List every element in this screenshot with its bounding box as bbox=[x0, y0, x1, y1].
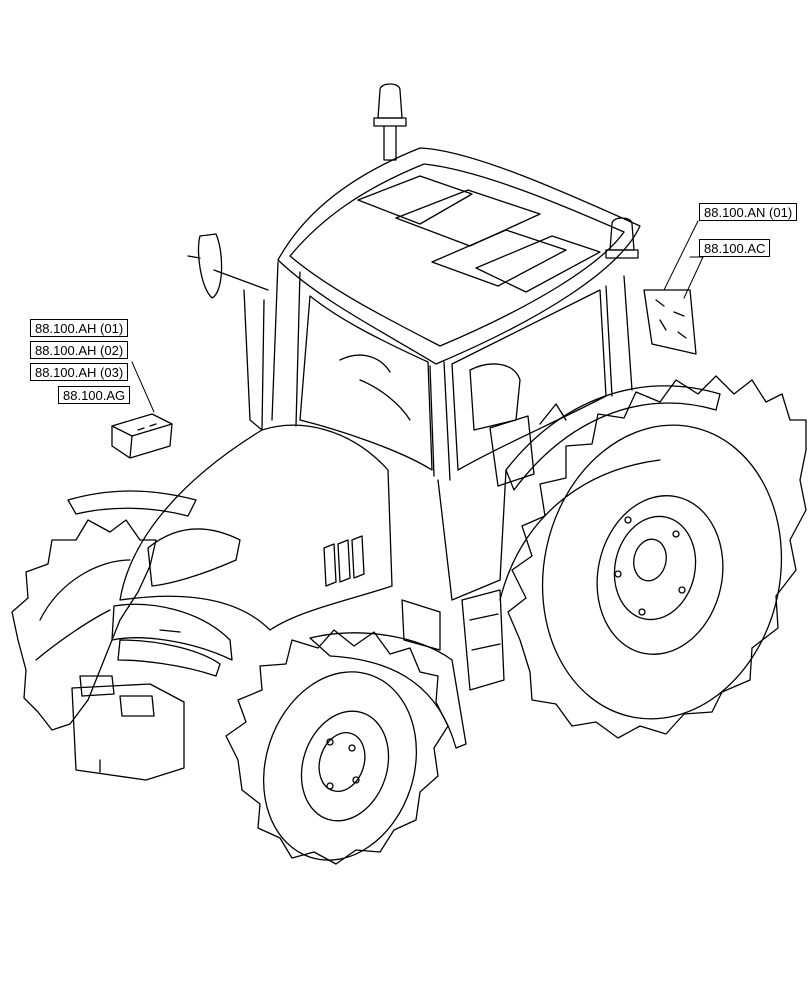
cab bbox=[271, 147, 721, 691]
front-right-wheel bbox=[225, 629, 449, 865]
rear-right-wheel bbox=[507, 375, 807, 739]
front-weights bbox=[71, 675, 185, 781]
hood bbox=[111, 424, 393, 677]
decal-box-left bbox=[111, 413, 173, 459]
callout-88-100-ah-01[interactable]: 88.100.AH (01) bbox=[30, 319, 129, 337]
leader-lines bbox=[131, 220, 704, 413]
decal-area-right bbox=[643, 289, 697, 355]
callout-88-100-ah-03[interactable]: 88.100.AH (03) bbox=[30, 363, 129, 381]
callout-88-100-ag[interactable]: 88.100.AG bbox=[58, 386, 131, 404]
front-left-wheel bbox=[11, 519, 157, 731]
left-mirror bbox=[187, 233, 269, 431]
callout-88-100-an-01[interactable]: 88.100.AN (01) bbox=[699, 203, 798, 221]
callout-88-100-ah-02[interactable]: 88.100.AH (02) bbox=[30, 341, 129, 359]
beacon-light-rear bbox=[605, 217, 639, 259]
beacon-light-front bbox=[373, 83, 407, 161]
callout-88-100-ac[interactable]: 88.100.AC bbox=[699, 239, 771, 257]
